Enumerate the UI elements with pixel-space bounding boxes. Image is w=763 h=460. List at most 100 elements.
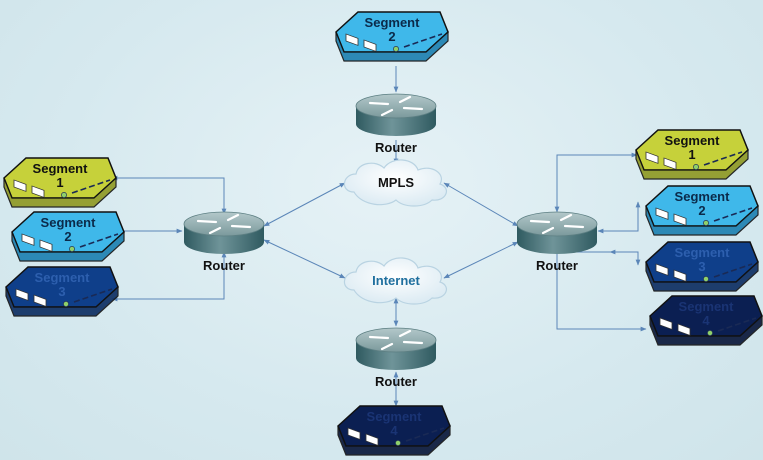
segment-number: 4 [390,423,398,438]
vent-lines [405,427,445,442]
port-icon [345,33,359,46]
segment-side [635,148,749,180]
link-right-seg1 [554,152,638,213]
cloud-label: MPLS [378,175,414,190]
link-right-router-internet [443,241,519,279]
link-left-router-internet [263,239,346,279]
status-led-icon [707,330,713,336]
vent-lines [713,207,753,222]
router-arrows-icon [368,329,424,351]
router-arrows-icon [368,95,424,117]
router-top [355,93,437,119]
port-icon [673,213,687,226]
segment-side [645,204,759,236]
link-right-seg3 [558,251,641,266]
cloud-mpls[interactable]: MPLS [343,159,448,207]
link-right-router-mpls [443,182,519,227]
port-icon [677,323,691,336]
link-right-seg4 [556,252,647,332]
port-icon [673,269,687,282]
vent-lines [79,233,119,248]
router-label: Router [375,374,417,389]
port-icon [33,294,47,307]
vent-lines [703,151,743,166]
status-led-icon [395,440,401,446]
port-icon [655,207,669,220]
status-led-icon [69,246,75,252]
links [111,66,647,407]
status-led-icon [703,276,709,282]
port-icon [39,239,53,252]
router-left[interactable]: Router [183,211,265,273]
segment-label: Segment [675,189,731,204]
link-left-seg1 [111,175,227,215]
status-led-icon [61,192,67,198]
port-icon [365,433,379,446]
router-top[interactable]: Router [355,93,437,155]
cloud-icon [343,159,448,207]
router-arrows-icon [196,213,252,235]
router-top [355,327,437,353]
segment-label: Segment [367,409,423,424]
segment-number: 4 [702,313,710,328]
segment-label: Segment [35,270,91,285]
router-right[interactable]: Router [516,211,598,273]
status-led-icon [693,164,699,170]
segment-label: Segment [33,161,89,176]
segment-side [645,260,759,292]
segment-number: 2 [698,203,705,218]
segment-label: Segment [365,15,421,30]
vent-lines [71,179,111,194]
port-icon [659,317,673,330]
segment-label: Segment [679,299,735,314]
cloud-internet[interactable]: Internet [343,257,448,305]
segment-label: Segment [665,133,721,148]
segment-side [3,176,117,208]
router-arrows-icon [529,213,585,235]
port-icon [15,288,29,301]
link-left-router-mpls [263,182,346,227]
port-icon [363,39,377,52]
cloud-icon [343,257,448,305]
router-label: Router [375,140,417,155]
cloud-label: Internet [372,273,420,288]
port-icon [655,263,669,276]
segment-number: 2 [64,229,71,244]
segment-number: 1 [56,175,63,190]
segment-label: Segment [675,245,731,260]
segment-number: 1 [688,147,695,162]
segment-number: 3 [58,284,65,299]
status-led-icon [703,220,709,226]
segment-side [337,424,451,456]
port-icon [645,151,659,164]
segment-side [11,230,125,262]
vent-lines [403,33,443,48]
router-top [183,211,265,237]
segment-number: 2 [388,29,395,44]
port-icon [31,185,45,198]
link-left-seg3 [111,251,227,302]
router-top [516,211,598,237]
status-led-icon [393,46,399,52]
port-icon [13,179,27,192]
status-led-icon [63,301,69,307]
router-label: Router [203,258,245,273]
router-bottom[interactable]: Router [355,327,437,389]
router-label: Router [536,258,578,273]
port-icon [21,233,35,246]
vent-lines [717,317,757,332]
segment-side [335,30,449,62]
port-icon [663,157,677,170]
segment-side [649,314,763,346]
